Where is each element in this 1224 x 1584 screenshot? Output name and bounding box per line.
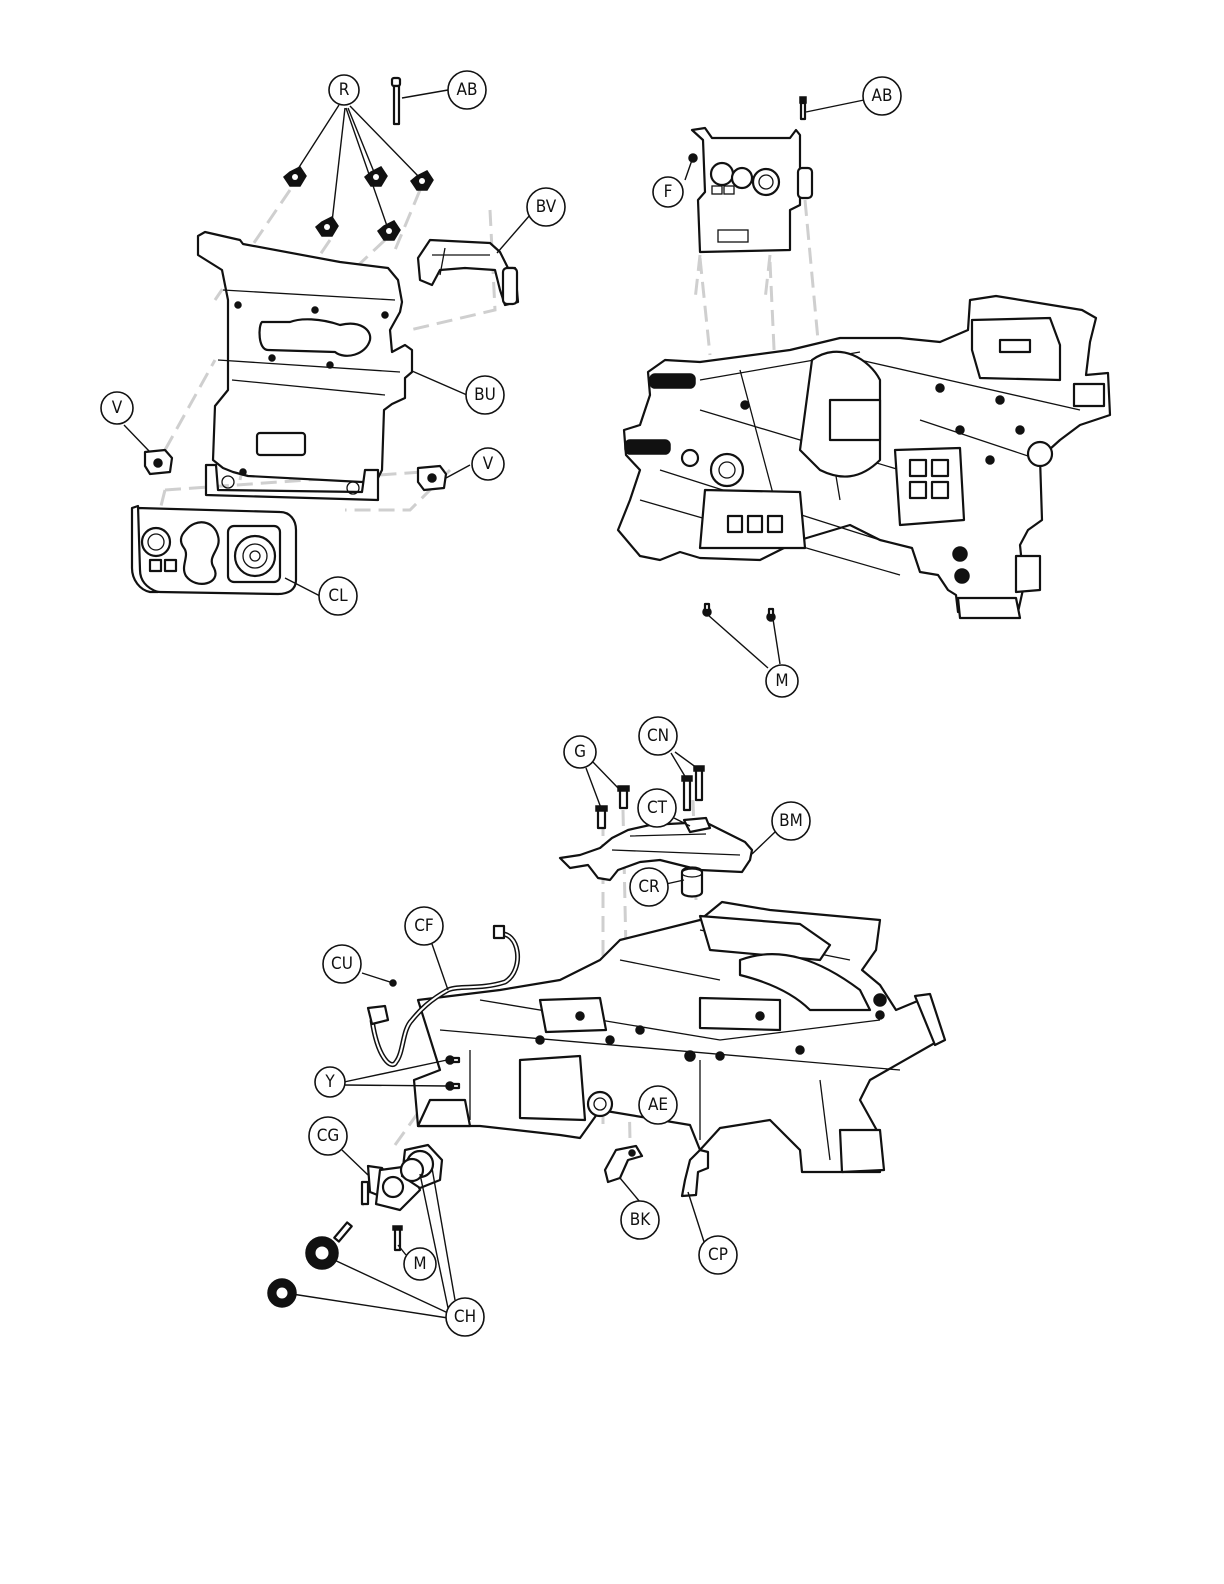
bracket-assembly-left bbox=[132, 78, 518, 594]
callout-bk: BK bbox=[621, 1201, 659, 1239]
callout-m-bottom: M bbox=[404, 1248, 436, 1280]
svg-text:G: G bbox=[574, 742, 586, 762]
svg-text:AE: AE bbox=[648, 1095, 668, 1115]
callout-bm: BM bbox=[772, 802, 810, 840]
svg-text:CF: CF bbox=[414, 916, 433, 936]
callout-ct: CT bbox=[638, 789, 676, 827]
callout-cg: CG bbox=[309, 1117, 347, 1155]
svg-text:CU: CU bbox=[331, 954, 353, 974]
callout-v-left: V bbox=[101, 392, 133, 424]
callout-ae: AE bbox=[639, 1086, 677, 1124]
callout-y: Y bbox=[315, 1067, 345, 1097]
svg-text:M: M bbox=[413, 1254, 426, 1274]
main-chassis-bottom bbox=[414, 902, 945, 1172]
svg-text:V: V bbox=[483, 454, 494, 474]
svg-text:CN: CN bbox=[647, 726, 669, 746]
knobs-ch bbox=[268, 1222, 352, 1307]
nut-r-group bbox=[284, 167, 433, 240]
chassis-assembly-bottom bbox=[268, 766, 945, 1307]
callout-v-right: V bbox=[472, 448, 504, 480]
pin-ab-right bbox=[800, 97, 806, 119]
callout-cl: CL bbox=[319, 577, 357, 615]
main-chassis-top bbox=[618, 296, 1110, 618]
svg-text:BM: BM bbox=[779, 811, 803, 831]
screw-m-pair bbox=[703, 604, 775, 621]
svg-text:CH: CH bbox=[454, 1307, 476, 1327]
callout-cf: CF bbox=[405, 907, 443, 945]
part-cp bbox=[682, 1150, 708, 1196]
pin-ab-left bbox=[392, 78, 400, 124]
callout-f: F bbox=[653, 177, 683, 207]
svg-text:R: R bbox=[339, 80, 350, 100]
callout-g: G bbox=[564, 736, 596, 768]
callout-bu: BU bbox=[466, 376, 504, 414]
callout-ch: CH bbox=[446, 1298, 484, 1336]
cover-cl bbox=[132, 506, 296, 594]
callout-cr: CR bbox=[630, 868, 668, 906]
svg-text:CP: CP bbox=[708, 1245, 728, 1265]
svg-text:BK: BK bbox=[630, 1210, 651, 1230]
screw-m-lower bbox=[393, 1226, 402, 1250]
cover-f-assembly bbox=[689, 128, 812, 252]
svg-text:Y: Y bbox=[324, 1072, 335, 1092]
callout-cp: CP bbox=[699, 1236, 737, 1274]
svg-text:AB: AB bbox=[872, 86, 893, 106]
svg-text:M: M bbox=[775, 671, 788, 691]
callout-cu: CU bbox=[323, 945, 361, 983]
svg-text:CR: CR bbox=[638, 877, 660, 897]
part-cu bbox=[390, 980, 396, 986]
svg-text:BU: BU bbox=[474, 385, 496, 405]
callout-m-top: M bbox=[766, 665, 798, 697]
svg-text:CT: CT bbox=[647, 798, 668, 818]
svg-text:CG: CG bbox=[317, 1126, 340, 1146]
svg-text:CL: CL bbox=[328, 586, 348, 606]
callout-bv: BV bbox=[527, 188, 565, 226]
chassis-assembly-top bbox=[618, 97, 1110, 621]
svg-text:F: F bbox=[664, 182, 673, 202]
callout-cn: CN bbox=[639, 717, 677, 755]
svg-text:V: V bbox=[112, 398, 123, 418]
part-bk bbox=[605, 1146, 642, 1182]
svg-text:AB: AB bbox=[457, 80, 478, 100]
spacer-cr bbox=[682, 868, 702, 897]
callout-ab-right: AB bbox=[863, 77, 901, 115]
callout-r: R bbox=[329, 75, 359, 105]
svg-text:BV: BV bbox=[536, 197, 557, 217]
callout-ab-left: AB bbox=[448, 71, 486, 109]
